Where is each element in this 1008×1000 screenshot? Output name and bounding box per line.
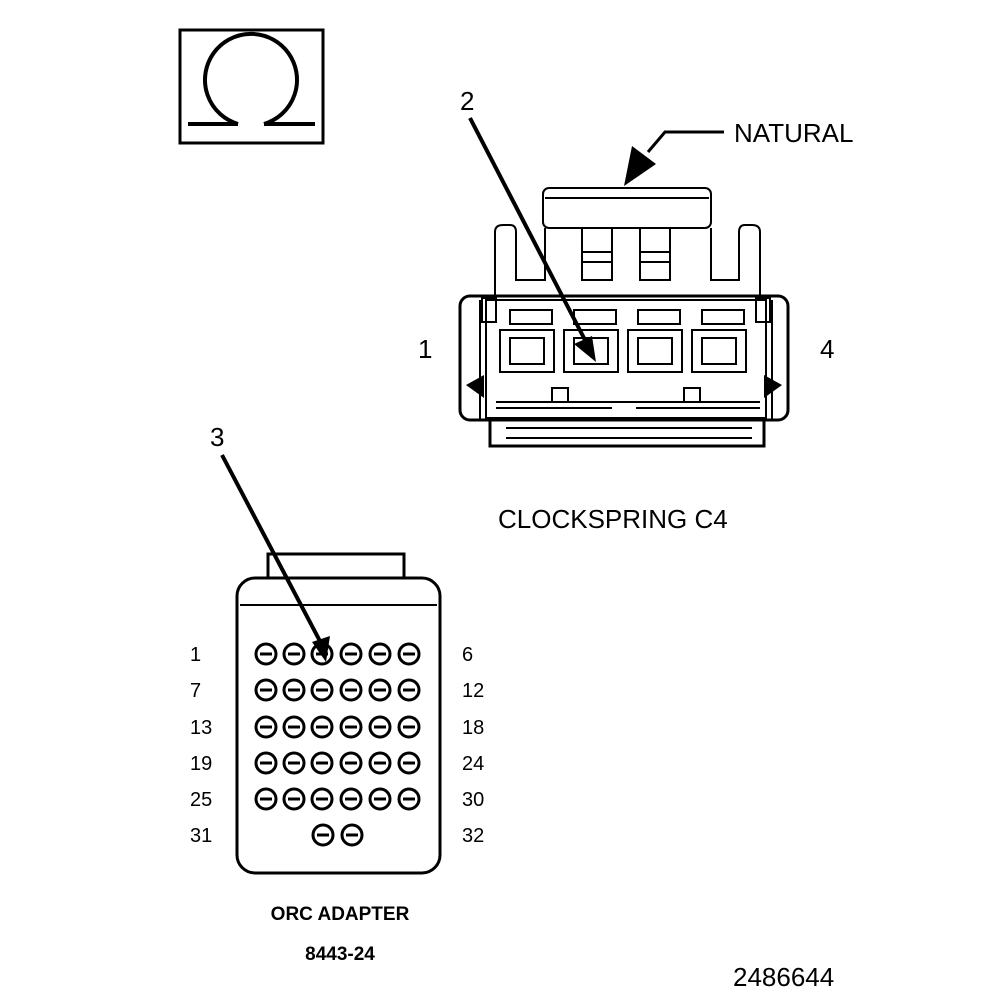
pin-cavity (368, 642, 392, 666)
pin-cavity (368, 678, 392, 702)
pin-cavity (282, 751, 306, 775)
orc-row-label-left: 31 (190, 825, 212, 847)
orc-pin-grid (254, 642, 421, 847)
pin-cavity (339, 787, 363, 811)
pin-cavity (368, 715, 392, 739)
clockspring-title: CLOCKSPRING C4 (498, 504, 728, 534)
pin-cavity (310, 715, 334, 739)
clockspring-c4-connector (458, 187, 790, 448)
callout-2-label: 2 (460, 86, 474, 116)
ohmmeter-symbol-icon (178, 28, 325, 145)
orc-adapter-title: ORC ADAPTER (271, 904, 410, 925)
pin-cavity (339, 715, 363, 739)
pin-cavity (254, 751, 278, 775)
pin-cavity (397, 678, 421, 702)
pin-cavity (282, 715, 306, 739)
orc-row-label-left: 19 (190, 753, 212, 775)
orc-row-label-right: 24 (462, 753, 484, 775)
pin-cavity (397, 715, 421, 739)
pin-cavity (368, 787, 392, 811)
callout-3-label: 3 (210, 422, 224, 452)
pin-cavity (340, 823, 364, 847)
pin-cavity (310, 787, 334, 811)
pin-cavity (397, 751, 421, 775)
pin-cavity (311, 823, 335, 847)
pin-cavity (254, 787, 278, 811)
orc-row-label-right: 12 (462, 680, 484, 702)
orc-row-label-left: 7 (190, 680, 201, 702)
pin-cavity (310, 678, 334, 702)
orc-adapter-part-number: 8443-24 (305, 944, 375, 965)
orc-row-label-right: 18 (462, 717, 484, 739)
pin-cavity (310, 751, 334, 775)
pin-cavity (339, 642, 363, 666)
natural-leader (624, 130, 724, 186)
orc-row-label-left: 13 (190, 717, 212, 739)
callout-3-leader (220, 454, 330, 662)
orc-row-labels-right: 6 12 18 24 30 32 (462, 644, 484, 847)
pin-cavity (254, 715, 278, 739)
natural-color-label: NATURAL (734, 118, 853, 148)
orc-row-label-left: 25 (190, 789, 212, 811)
pin-cavity (368, 751, 392, 775)
pin-cavity (254, 678, 278, 702)
orc-row-labels-left: 1 7 13 19 25 31 (190, 644, 212, 847)
pin-cavity (397, 642, 421, 666)
pin-cavity (254, 642, 278, 666)
orc-adapter (235, 552, 442, 875)
pin-cavity (282, 678, 306, 702)
clockspring-pin-1-label: 1 (418, 334, 432, 364)
orc-row-label-right: 6 (462, 644, 473, 666)
orc-row-label-left: 1 (190, 644, 201, 666)
orc-row-label-right: 32 (462, 825, 484, 847)
orc-row-label-right: 30 (462, 789, 484, 811)
callout-2-leader (468, 117, 596, 362)
clockspring-pin-4-label: 4 (820, 334, 834, 364)
pin-cavity (339, 751, 363, 775)
pin-cavity (282, 642, 306, 666)
pin-cavity (397, 787, 421, 811)
pin-cavity (339, 678, 363, 702)
figure-id: 2486644 (733, 962, 834, 992)
pin-cavity (282, 787, 306, 811)
